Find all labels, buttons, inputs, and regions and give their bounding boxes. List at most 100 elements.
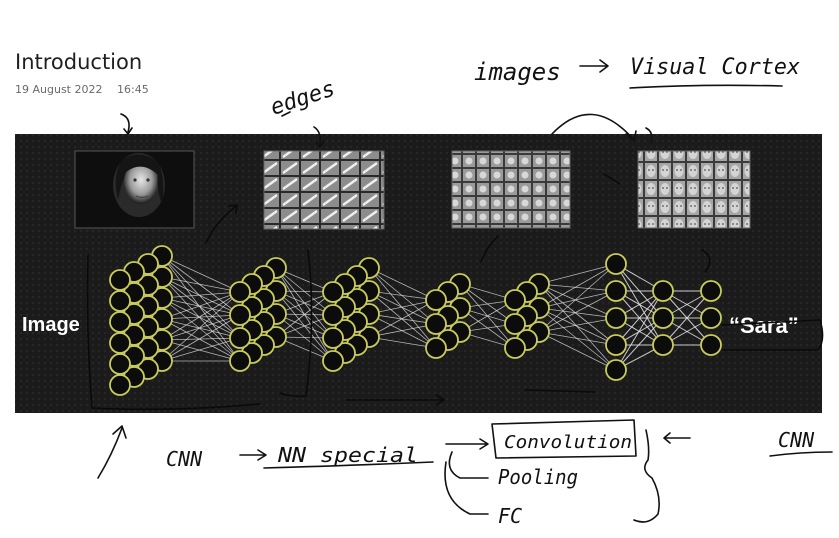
network-connection [161, 276, 241, 362]
network-connection [368, 290, 437, 301]
network-connection [161, 314, 241, 320]
slide: Image “Sara” [15, 134, 822, 413]
network-connection [161, 318, 241, 339]
arc-head [625, 130, 637, 142]
network-connection [161, 297, 241, 362]
ink-fc: FC [498, 504, 522, 528]
network-connection [161, 276, 241, 293]
network-connection [368, 267, 437, 325]
arrow-edges-left [205, 205, 237, 244]
arrow-to-face [120, 113, 130, 133]
bottom-arrow [345, 394, 445, 406]
convolution-box [491, 419, 637, 459]
bottom-line [524, 389, 596, 393]
bracket-second-layer [279, 249, 313, 397]
neuron [322, 350, 344, 372]
neuron [229, 350, 251, 372]
visual-cortex-underline [629, 84, 783, 89]
arrow-up-left [97, 425, 127, 479]
arrow-head-edges-left [228, 204, 238, 214]
network-connection [161, 291, 241, 341]
network-connection [161, 318, 241, 362]
neuron [700, 334, 722, 356]
arrow-to-faces [645, 127, 653, 144]
nn-special-underline [263, 461, 434, 469]
face-photo-thumbnail [74, 150, 195, 229]
network-connection [161, 297, 241, 316]
network-connection [368, 313, 437, 325]
network-connection [662, 290, 712, 346]
edges-tick [281, 111, 291, 117]
network-connection [538, 317, 617, 333]
network-connection [615, 290, 664, 346]
left-arrow-right [663, 432, 691, 444]
ink-images: images [474, 58, 561, 86]
bracket-output [721, 319, 824, 351]
brace-right [633, 429, 660, 523]
neuron [109, 374, 131, 396]
network-neurons [109, 245, 722, 396]
network-connection [538, 263, 617, 333]
network-connection [538, 307, 617, 371]
arrow-parts [480, 235, 499, 263]
network-connection [161, 255, 241, 339]
neuron [652, 307, 674, 329]
network-connection [368, 299, 437, 338]
neuron [322, 281, 344, 303]
arrow-faces-small [603, 173, 621, 185]
network-connection [368, 267, 437, 301]
neuron [504, 337, 526, 359]
ink-nn-special: NN special [277, 443, 418, 467]
neuron [605, 307, 627, 329]
network-connection [161, 337, 241, 362]
network-connection [161, 314, 241, 341]
neuron [109, 353, 131, 375]
neuron [109, 311, 131, 333]
neuron [700, 280, 722, 302]
neuron [504, 313, 526, 335]
network-connection [538, 290, 617, 333]
neuron [605, 359, 627, 381]
neuron [109, 332, 131, 354]
network-connection [368, 267, 437, 349]
network-connection [161, 276, 241, 316]
network-connection [538, 283, 617, 371]
network-connection [538, 283, 617, 292]
network-connection [538, 307, 617, 319]
network-connection [615, 317, 664, 371]
ink-edges: edges [267, 76, 338, 120]
neuron [652, 334, 674, 356]
neuron [425, 313, 447, 335]
neuron [229, 304, 251, 326]
network-connection [368, 313, 437, 349]
ink-cnn-right: CNN [778, 428, 815, 452]
neuron [504, 289, 526, 311]
face-filters-thumbnail [637, 150, 751, 229]
cnn-right-underline [769, 451, 833, 457]
neuron [425, 289, 447, 311]
arrow-faces-right [701, 249, 711, 273]
neuron [322, 304, 344, 326]
network-connection [161, 255, 241, 316]
network-connection [615, 290, 664, 371]
neuron [229, 327, 251, 349]
network-connection [161, 291, 241, 320]
network-connection [538, 283, 617, 319]
network-connection [161, 255, 241, 293]
network-connection [538, 290, 617, 309]
network-connection [368, 290, 437, 349]
bracket-input-layer [86, 254, 261, 411]
neuron [605, 280, 627, 302]
network-connection [538, 331, 617, 346]
network-connection [538, 307, 617, 346]
neuron [605, 253, 627, 275]
network-connection [368, 336, 437, 349]
network-connection [368, 323, 437, 338]
network-connection [161, 291, 241, 299]
cnn-arrow [239, 449, 267, 461]
output-label: “Sara” [729, 313, 799, 338]
neuron [109, 290, 131, 312]
ink-convolution: Convolution [504, 432, 632, 453]
neuron [652, 280, 674, 302]
